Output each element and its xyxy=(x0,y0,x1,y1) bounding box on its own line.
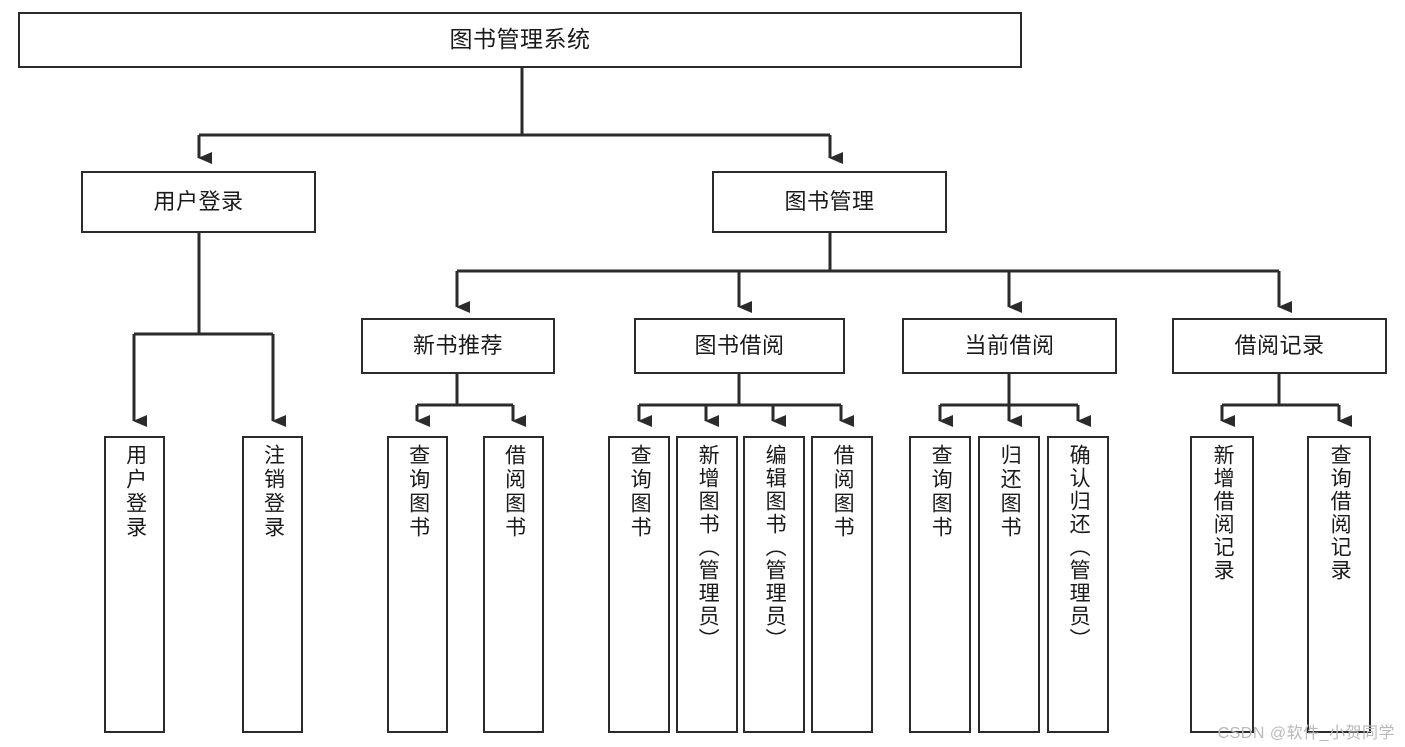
leaf-logout-login-label: 注销登录 xyxy=(261,444,285,540)
leaf-add-book-label: 新增图书（管理员） xyxy=(696,444,720,651)
leaf-add-borrow-record-label: 新增借阅记录 xyxy=(1211,444,1235,582)
node-borrow-record[interactable]: 借阅记录 xyxy=(1172,318,1387,374)
leaf-user-login-label: 用户登录 xyxy=(123,444,147,540)
leaf-return-book-label: 归还图书 xyxy=(998,444,1022,540)
node-book-manage-label: 图书管理 xyxy=(784,189,875,215)
leaf-borrow-book-1-label: 借阅图书 xyxy=(502,444,526,540)
leaf-borrow-book-2[interactable]: 借阅图书 xyxy=(811,436,873,733)
node-user-login[interactable]: 用户登录 xyxy=(81,171,316,233)
leaf-borrow-book-2-label: 借阅图书 xyxy=(831,444,855,540)
leaf-edit-book[interactable]: 编辑图书（管理员） xyxy=(743,436,805,733)
leaf-confirm-return[interactable]: 确认归还（管理员） xyxy=(1047,436,1109,733)
node-new-book-recommend-label: 新书推荐 xyxy=(412,333,503,359)
node-root-label: 图书管理系统 xyxy=(449,26,591,53)
leaf-query-book-3-label: 查询图书 xyxy=(929,444,953,540)
leaf-logout-login[interactable]: 注销登录 xyxy=(242,436,303,733)
leaf-query-book-1[interactable]: 查询图书 xyxy=(387,436,448,733)
node-borrow-record-label: 借阅记录 xyxy=(1234,333,1325,359)
leaf-return-book[interactable]: 归还图书 xyxy=(978,436,1040,733)
leaf-query-book-1-label: 查询图书 xyxy=(406,444,430,540)
leaf-query-borrow-record-label: 查询借阅记录 xyxy=(1328,444,1352,582)
leaf-borrow-book-1[interactable]: 借阅图书 xyxy=(483,436,544,733)
node-book-manage[interactable]: 图书管理 xyxy=(712,171,947,233)
leaf-add-borrow-record[interactable]: 新增借阅记录 xyxy=(1190,436,1254,733)
node-current-borrow[interactable]: 当前借阅 xyxy=(902,318,1117,374)
leaf-add-book[interactable]: 新增图书（管理员） xyxy=(676,436,738,733)
node-book-borrow[interactable]: 图书借阅 xyxy=(634,318,845,374)
node-current-borrow-label: 当前借阅 xyxy=(964,333,1055,359)
leaf-query-book-3[interactable]: 查询图书 xyxy=(909,436,971,733)
watermark: CSDN @软件_小贺同学 xyxy=(1217,725,1395,742)
leaf-confirm-return-label: 确认归还（管理员） xyxy=(1067,444,1091,651)
leaf-query-borrow-record[interactable]: 查询借阅记录 xyxy=(1307,436,1371,733)
leaf-edit-book-label: 编辑图书（管理员） xyxy=(763,444,787,651)
leaf-query-book-2[interactable]: 查询图书 xyxy=(608,436,670,733)
node-user-login-label: 用户登录 xyxy=(153,189,244,215)
node-root[interactable]: 图书管理系统 xyxy=(18,12,1022,68)
leaf-user-login[interactable]: 用户登录 xyxy=(104,436,165,733)
node-book-borrow-label: 图书借阅 xyxy=(694,333,785,359)
leaf-query-book-2-label: 查询图书 xyxy=(628,444,652,540)
node-new-book-recommend[interactable]: 新书推荐 xyxy=(361,318,555,374)
